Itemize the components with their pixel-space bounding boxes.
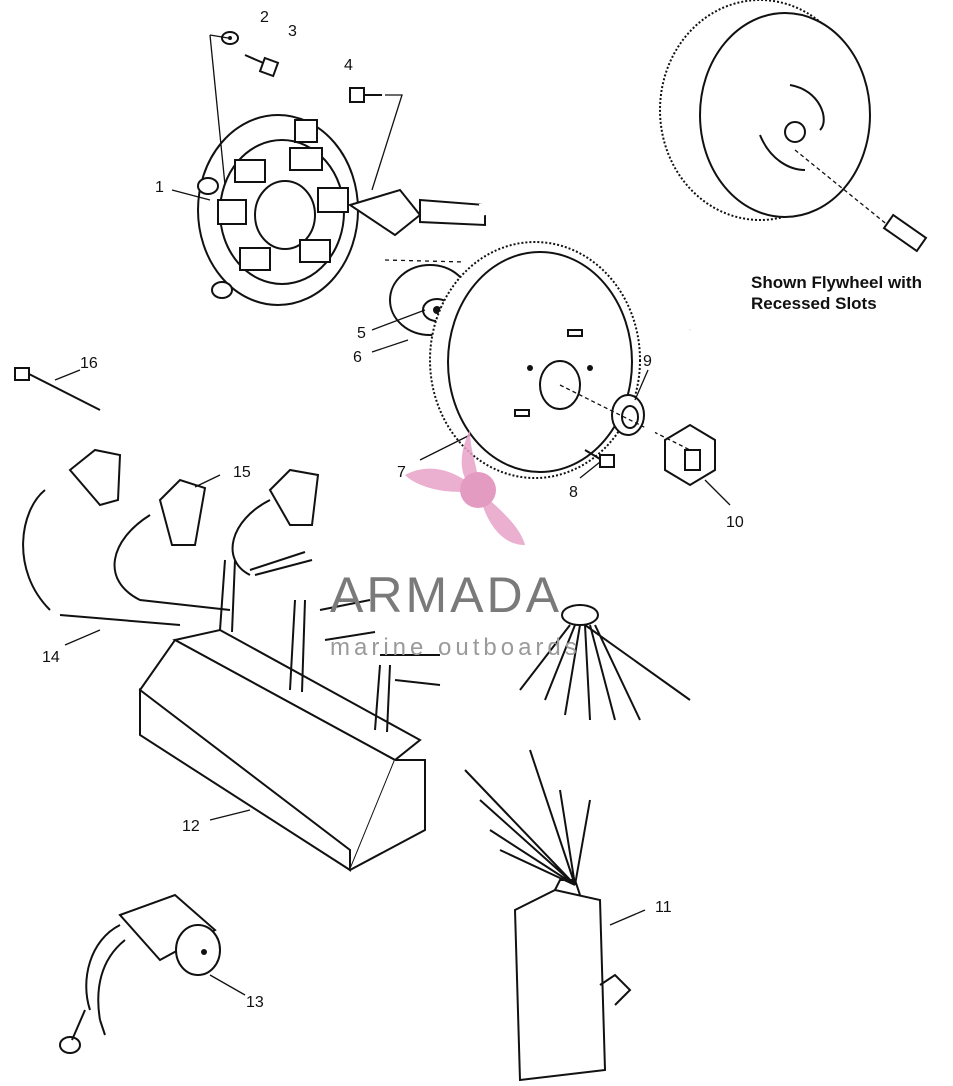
- callout-12: 12: [182, 818, 200, 835]
- flywheel-part: [429, 241, 641, 479]
- harness-and-module-part: [464, 328, 696, 1082]
- spark-plug-cap-part: [68, 448, 320, 546]
- callout-2: 2: [260, 9, 269, 26]
- callout-10: 10: [726, 514, 744, 531]
- callout-14: 14: [42, 649, 60, 666]
- callout-15: 15: [233, 464, 251, 481]
- callout-6: 6: [353, 349, 362, 366]
- flywheel-nut-part: [664, 423, 716, 487]
- washer-part: [221, 31, 239, 45]
- long-bolt-part: [14, 367, 101, 411]
- flywheel-note-line1: Shown Flywheel with: [751, 273, 922, 292]
- solenoid-part: [59, 893, 221, 1054]
- callout-9: 9: [643, 353, 652, 370]
- watermark-title: ARMADA: [330, 567, 562, 623]
- screw-part: [349, 87, 382, 103]
- stator-assembly-part: [197, 114, 486, 306]
- callout-13: 13: [246, 994, 264, 1011]
- propeller-logo-icon: [405, 430, 525, 545]
- callout-3: 3: [288, 23, 297, 40]
- watermark-subtitle: marine outboards: [330, 634, 581, 661]
- ignition-wire-part: [22, 489, 271, 626]
- callout-1: 1: [155, 179, 164, 196]
- seal-ring-part: [611, 394, 645, 436]
- callout-7: 7: [397, 464, 406, 481]
- cdi-module-part: [138, 551, 441, 872]
- flywheel-note-line2: Recessed Slots: [751, 294, 877, 313]
- callout-5: 5: [357, 325, 366, 342]
- screw-part: [244, 54, 280, 78]
- recessed-slot-flywheel-part: [659, 0, 928, 253]
- callout-8: 8: [569, 484, 578, 501]
- bolt-part: [584, 449, 615, 468]
- callout-4: 4: [344, 57, 353, 74]
- callout-11: 11: [655, 899, 672, 916]
- callout-16: 16: [80, 355, 98, 372]
